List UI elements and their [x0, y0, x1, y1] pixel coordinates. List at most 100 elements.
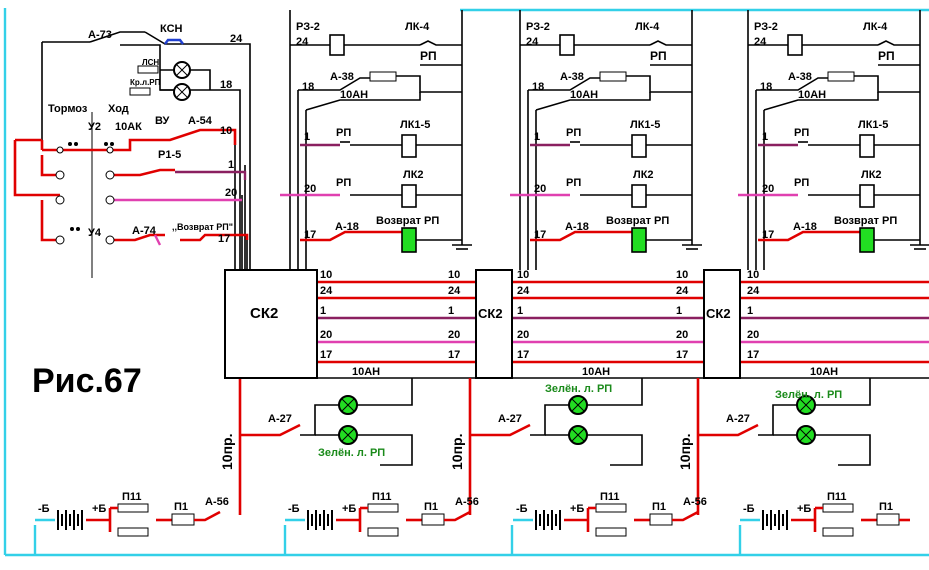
lk2-label: ЛК2 — [861, 169, 882, 181]
wire-24-label: 24 — [230, 33, 243, 45]
wire-a74-mag — [153, 234, 162, 246]
a38-resistor — [827, 71, 855, 82]
an10-label: 10АН — [570, 89, 598, 101]
lk15-coil — [631, 134, 647, 158]
pr10-label: 10пр. — [677, 434, 693, 470]
bus-label-20: 20 — [517, 329, 529, 341]
a54-label: А-54 — [188, 115, 213, 127]
rz2-coil — [787, 34, 803, 56]
wire-10-label: 10 — [220, 125, 232, 137]
wire-20-label: 20 — [534, 183, 546, 195]
rp-contact-label: РП — [566, 127, 581, 139]
rz2-label: РЗ-2 — [296, 21, 320, 33]
ak10-label: 10АК — [115, 121, 142, 133]
plus-b-label: +Б — [570, 503, 584, 515]
wire-17-label: 17 — [762, 229, 774, 241]
rp-label: РП — [878, 49, 895, 63]
rp-label: РП — [650, 49, 667, 63]
pr10-label: 10пр. — [219, 434, 235, 470]
bus-label-20: 20 — [448, 329, 460, 341]
bus-label-10: 10 — [448, 269, 460, 281]
an10-label: 10АН — [352, 366, 380, 378]
vu-label: ВУ — [155, 115, 170, 127]
vozvrat-rp-coil — [401, 227, 417, 253]
p11-fuse — [822, 503, 854, 513]
kr-l-rp-resistor — [129, 87, 151, 96]
a38-switch — [756, 77, 828, 91]
cyan-frame — [3, 8, 929, 557]
wire-18-label: 18 — [760, 81, 772, 93]
wire-18-label: 18 — [220, 79, 232, 91]
minus-b-label: -Б — [743, 503, 755, 515]
bus-label-17: 17 — [747, 349, 759, 361]
pr10-label: 10пр. — [449, 434, 465, 470]
p1-label: П1 — [174, 501, 188, 513]
lk4-label: ЛК-4 — [405, 21, 430, 33]
rp-label: РП — [420, 49, 437, 63]
lk15-label: ЛК1-5 — [858, 119, 888, 131]
lk2-coil — [631, 184, 647, 208]
tormoz-label: Тормоз — [48, 103, 88, 115]
lsn-label: ЛСН — [142, 58, 159, 67]
vozvrat-rp-quote-label: ,,Возврат РП" — [172, 222, 233, 232]
a18-wire — [758, 230, 860, 242]
p11-fuse — [367, 503, 399, 513]
ck2-main-box — [224, 269, 318, 379]
an10-label: 10АН — [810, 366, 838, 378]
bus-label-17: 17 — [320, 349, 332, 361]
rz2-coil — [559, 34, 575, 56]
p11-fuse — [117, 503, 149, 513]
a18-label: А-18 — [793, 221, 817, 233]
r15-label: Р1-5 — [158, 149, 181, 161]
bus-label-17: 17 — [517, 349, 529, 361]
bus-label-1: 1 — [517, 305, 523, 317]
rz2-coil — [329, 34, 345, 56]
p1-fuse — [649, 513, 673, 526]
bus-label-10: 10 — [676, 269, 688, 281]
wire-1-label: 1 — [762, 131, 768, 143]
wire-1-label: 1 — [228, 159, 234, 171]
bus-label-24: 24 — [747, 285, 760, 297]
p1-fuse — [876, 513, 900, 526]
a18-wire — [300, 230, 402, 242]
kr-l-rp-label: Кр.л.РП — [130, 78, 161, 87]
bus-label-1: 1 — [747, 305, 753, 317]
p11-fuse — [595, 503, 627, 513]
p1-label: П1 — [424, 501, 438, 513]
rz2-label: РЗ-2 — [526, 21, 550, 33]
bus-label-10: 10 — [320, 269, 332, 281]
wire-20-label: 20 — [304, 183, 316, 195]
lk4-contact — [649, 40, 692, 46]
bus-label-24: 24 — [320, 285, 333, 297]
lk4-contact — [419, 40, 462, 46]
p11-fuse — [367, 527, 399, 537]
an10-label: 10АН — [340, 89, 368, 101]
a18-label: А-18 — [565, 221, 589, 233]
rp-contact-label: РП — [794, 127, 809, 139]
p11-fuse — [117, 527, 149, 537]
p11-fuse — [822, 527, 854, 537]
lk15-label: ЛК1-5 — [400, 119, 430, 131]
green-lamp-label-1: Зелён. л. РП — [318, 447, 385, 459]
lk4-label: ЛК-4 — [635, 21, 660, 33]
lsn-lamp-icon — [173, 61, 191, 79]
wire-17-label: 17 — [304, 229, 316, 241]
lsn-resistor — [137, 65, 159, 74]
bus-label-24: 24 — [448, 285, 461, 297]
p1-fuse — [421, 513, 445, 526]
ck2-box-3 — [703, 269, 741, 379]
wire-20-label: 20 — [225, 187, 237, 199]
a38-switch — [528, 77, 600, 91]
bus-label-20: 20 — [676, 329, 688, 341]
vozvrat-rp-label: Возврат РП — [834, 215, 897, 227]
rp-contact-label: РП — [794, 177, 809, 189]
an10-label: 10АН — [798, 89, 826, 101]
ksn-contact — [164, 38, 184, 45]
